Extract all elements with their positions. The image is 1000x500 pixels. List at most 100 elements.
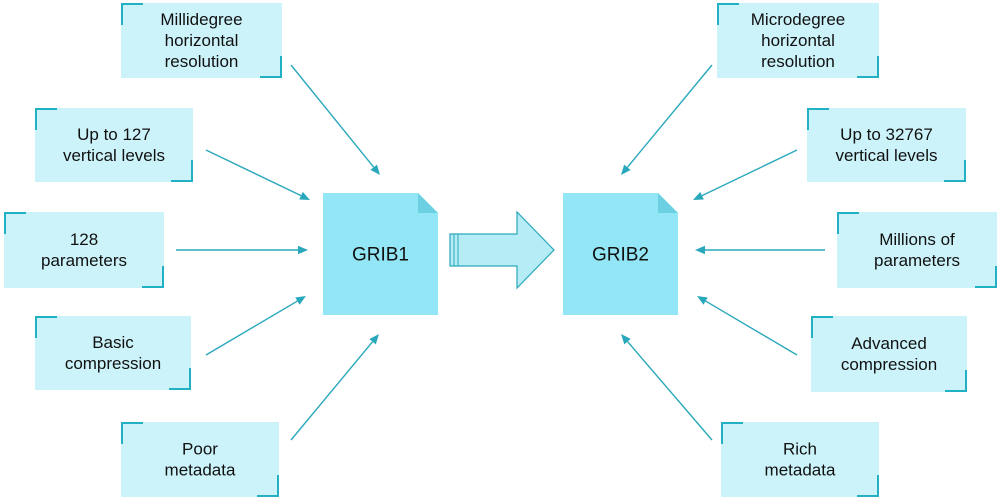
corner-bracket-top-left xyxy=(4,212,26,234)
feature-text-line: Up to 32767 xyxy=(840,125,933,144)
grib2-feature-box-3: Millions of parameters xyxy=(837,212,997,288)
corner-bracket-top-left xyxy=(121,3,143,25)
corner-bracket-top-left xyxy=(717,3,739,25)
connector-line xyxy=(705,300,798,356)
grib2-feature-box-4: Advanced compression xyxy=(811,316,967,392)
feature-boxes: Millidegree horizontal resolution Up to 127… xyxy=(4,3,997,497)
document-fold-corner xyxy=(418,193,438,213)
feature-text-line: Millidegree xyxy=(160,10,242,29)
feature-text-line: resolution xyxy=(165,52,239,71)
grib1-feature-box-3: 128 parameters xyxy=(4,212,164,288)
arrowhead xyxy=(621,334,631,345)
arrowhead xyxy=(299,191,310,200)
grib1-feature-box-5: Poor metadata xyxy=(121,422,279,497)
feature-box-background xyxy=(717,3,879,78)
feature-text-line: metadata xyxy=(765,461,836,480)
document-fold-corner xyxy=(658,193,678,213)
feature-text-line: Microdegree xyxy=(751,10,846,29)
grib1-connector-1 xyxy=(290,64,380,175)
grib1-connector-4 xyxy=(205,296,306,356)
corner-bracket-bottom-right xyxy=(857,475,879,497)
corner-bracket-top-left xyxy=(121,422,143,444)
feature-text-line: Basic xyxy=(92,333,134,352)
arrowhead xyxy=(621,164,631,175)
grib1-document: GRIB1 xyxy=(323,193,438,315)
feature-text-line: Rich xyxy=(783,440,817,459)
arrowhead xyxy=(295,296,306,305)
format-documents: GRIB1 GRIB2 xyxy=(323,193,678,315)
corner-bracket-bottom-right xyxy=(142,266,164,288)
transition-arrow-icon xyxy=(449,210,555,290)
feature-text-line: vertical levels xyxy=(835,146,937,165)
document-icon xyxy=(563,193,678,315)
corner-bracket-bottom-right xyxy=(857,56,879,78)
feature-box-background xyxy=(35,108,193,182)
connectors xyxy=(176,64,825,441)
grib1-connector-2 xyxy=(205,149,310,200)
feature-text-line: compression xyxy=(841,355,937,374)
grib1-feature-box-4: Basic compression xyxy=(35,316,191,390)
feature-box-background xyxy=(721,422,879,497)
feature-box-background xyxy=(121,422,279,497)
corner-bracket-top-left xyxy=(837,212,859,234)
corner-bracket-bottom-right xyxy=(169,368,191,390)
corner-bracket-bottom-right xyxy=(945,370,967,392)
grib2-connector-4 xyxy=(697,296,798,356)
grib2-label: GRIB2 xyxy=(592,245,649,266)
feature-text-line: parameters xyxy=(41,251,127,270)
feature-text-line: compression xyxy=(65,354,161,373)
connector-line xyxy=(290,64,375,168)
feature-text-line: Millions of xyxy=(879,230,955,249)
corner-bracket-top-left xyxy=(35,108,57,130)
feature-box-background xyxy=(4,212,164,288)
feature-text-line: parameters xyxy=(874,251,960,270)
document-icon xyxy=(323,193,438,315)
connector-line xyxy=(290,341,374,441)
connector-line xyxy=(205,149,302,197)
grib2-connector-1 xyxy=(621,64,713,175)
feature-text-line: Up to 127 xyxy=(77,125,151,144)
grib1-connector-3 xyxy=(176,245,308,255)
feature-text-line: Advanced xyxy=(851,334,927,353)
feature-text-line: horizontal xyxy=(165,31,239,50)
feature-text-line: resolution xyxy=(761,52,835,71)
feature-text-line: metadata xyxy=(165,461,236,480)
feature-box-background xyxy=(121,3,282,78)
grib2-document: GRIB2 xyxy=(563,193,678,315)
grib1-feature-box-1: Millidegree horizontal resolution xyxy=(121,3,282,78)
arrowhead xyxy=(369,334,379,345)
corner-bracket-bottom-right xyxy=(944,160,966,182)
arrowhead xyxy=(693,191,704,200)
corner-bracket-top-left xyxy=(807,108,829,130)
arrowhead xyxy=(370,164,380,175)
feature-box-background xyxy=(837,212,997,288)
feature-text-line: Poor xyxy=(182,440,218,459)
feature-box-background xyxy=(811,316,967,392)
connector-line xyxy=(626,64,713,168)
corner-bracket-bottom-right xyxy=(975,266,997,288)
grib2-connector-3 xyxy=(695,245,825,255)
connector-line xyxy=(205,300,298,356)
connector-line xyxy=(626,341,713,441)
grib2-feature-box-2: Up to 32767 vertical levels xyxy=(807,108,966,182)
feature-box-background xyxy=(807,108,966,182)
corner-bracket-top-left xyxy=(721,422,743,444)
grib2-connector-5 xyxy=(621,334,713,441)
arrowhead xyxy=(298,245,308,255)
feature-box-background xyxy=(35,316,191,390)
feature-text-line: 128 xyxy=(70,230,98,249)
corner-bracket-top-left xyxy=(35,316,57,338)
transition-arrow xyxy=(449,210,555,290)
connector-line xyxy=(701,149,798,197)
grib2-connector-2 xyxy=(693,149,798,200)
grib1-label: GRIB1 xyxy=(352,245,409,266)
corner-bracket-bottom-right xyxy=(260,56,282,78)
corner-bracket-bottom-right xyxy=(257,475,279,497)
grib1-connector-5 xyxy=(290,334,379,441)
grib2-feature-box-5: Rich metadata xyxy=(721,422,879,497)
feature-text-line: horizontal xyxy=(761,31,835,50)
grib2-feature-box-1: Microdegree horizontal resolution xyxy=(717,3,879,78)
corner-bracket-bottom-right xyxy=(171,160,193,182)
